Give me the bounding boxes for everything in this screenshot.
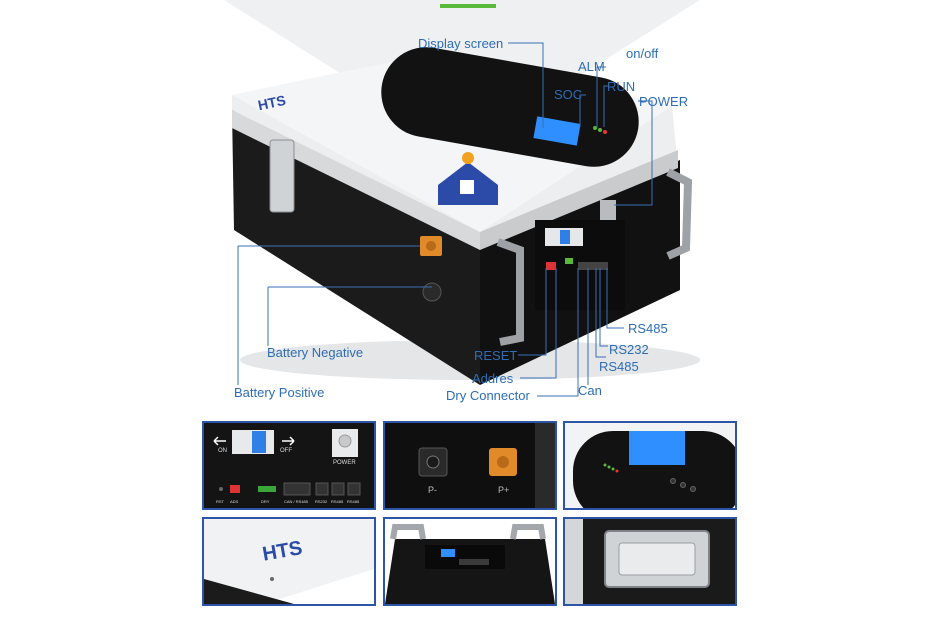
panel-port-label: RS485 [331, 499, 344, 504]
thumbnail-display [563, 421, 737, 510]
panel-off-label: OFF [280, 448, 292, 454]
callout-rs232: RS232 [609, 342, 649, 357]
callout-battery-negative: Battery Negative [267, 345, 364, 360]
callout-soc: SOC [554, 87, 583, 102]
thumbnail-terminals: P- P+ [383, 421, 557, 510]
panel-port-label: RST [216, 499, 224, 504]
thumbnail-rear-handles [383, 517, 557, 606]
panel-port-label: DRY [261, 499, 270, 504]
callout-battery-positive: Battery Positive [234, 385, 325, 400]
callout-alm: ALM [578, 59, 605, 74]
panel-power-label: POWER [333, 460, 356, 466]
callout-run: RUN [607, 79, 636, 94]
logo-corner-image: HTS [204, 519, 374, 604]
callout-on-off: on/off [626, 46, 659, 61]
panel-on-label: ON [218, 448, 227, 454]
panel-port-label: RS232 [315, 499, 328, 504]
handle-window-image [565, 519, 735, 604]
svg-text:HTS: HTS [256, 92, 287, 113]
callout-reset: RESET [474, 348, 518, 363]
panel-port-label: CAN / RS485 [284, 499, 309, 504]
callout-addres: Addres [472, 371, 514, 386]
display-closeup-image [565, 423, 735, 508]
thumbnail-control-panel: ON OFF POWER RST ADS DRY CAN / RS485 RS2… [202, 421, 376, 510]
panel-port-label: ADS [230, 499, 239, 504]
callout-rs485-bottom: RS485 [599, 359, 639, 374]
control-panel-image [204, 423, 374, 508]
callout-dry-connector: Dry Connector [446, 388, 530, 403]
rear-handles-image [385, 519, 555, 604]
callout-display-screen: Display screen [418, 36, 504, 51]
thumbnail-handle-window [563, 517, 737, 606]
thumbnail-logo-corner: HTS [202, 517, 376, 606]
terminal-negative-label: P- [428, 485, 437, 495]
callout-can: Can [578, 383, 602, 398]
terminal-positive-label: P+ [498, 485, 510, 495]
panel-port-label: RS485 [347, 499, 360, 504]
callout-rs485-top: RS485 [628, 321, 668, 336]
green-accent-bar [440, 4, 496, 8]
callout-power: POWER [639, 94, 689, 109]
terminals-image [385, 423, 555, 508]
battery-product-image: HTS [232, 42, 700, 397]
